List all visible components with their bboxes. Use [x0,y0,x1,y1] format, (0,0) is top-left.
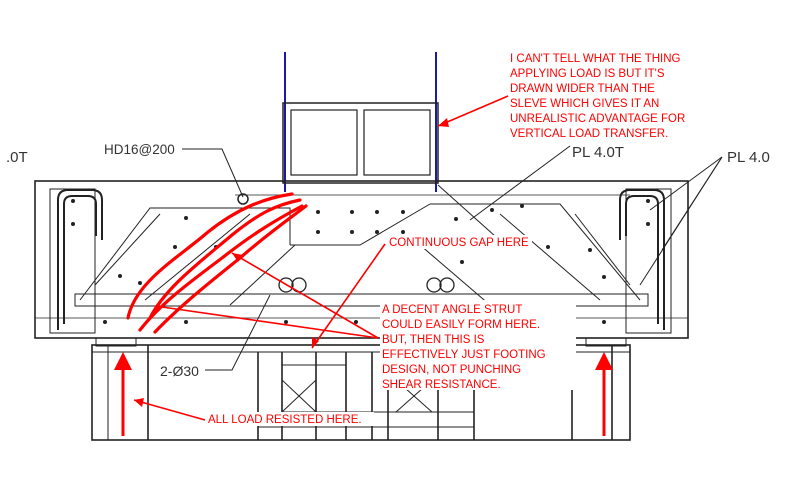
plate-right-label: PL 4.0 [727,149,770,166]
strut-note-line: A DECENT ANGLE STRUT [382,304,522,316]
load-note-line: UNREALISTIC ADVANTAGE FOR [510,113,685,125]
rebar-hooks [57,189,665,330]
load-resist-arrows [114,352,613,436]
resist-note-bg [206,412,374,426]
loading-block-outline [282,102,439,184]
plate-center-label: PL 4.0T [572,144,624,161]
loading-block-right-cell [363,109,431,176]
strut-note-line: SHEAR RESISTANCE. [382,379,501,391]
strut-note-line: DESIGN, NOT PUNCHING [382,364,521,376]
gap-note-bg [386,235,532,249]
load-note-line: APPLYING LOAD IS BUT IT'S [510,68,665,80]
concrete-cap [34,180,689,339]
resist-note: ALL LOAD RESISTED HERE. [208,414,362,426]
loading-frame [282,52,439,192]
bottom-bars-label: 2-Ø30 [160,363,199,379]
rebar-callout-label: HD16@200 [104,142,175,157]
load-note-line: VERTICAL LOAD TRANSFER. [510,128,668,140]
strut-note-line: EFFECTIVELY JUST FOOTING [382,349,546,361]
loading-block-left-cell [290,109,358,176]
strut-note: A DECENT ANGLE STRUT COULD EASILY FORM H… [382,304,546,391]
red-arrowheads [134,118,449,407]
gap-note: CONTINUOUS GAP HERE [389,237,529,249]
load-note: I CAN'T TELL WHAT THE THING APPLYING LOA… [510,53,685,140]
red-leaders [133,95,509,421]
rebar-dots [71,199,650,324]
left-thickness-label: .0T [6,149,28,166]
strut-note-bg [380,300,576,390]
strut-note-line: COULD EASILY FORM HERE. [382,319,540,331]
strut-note-line: BUT, THEN THIS IS [382,334,485,346]
bottom-pipes [278,277,455,293]
load-note-line: SLEVE WHICH GIVES IT AN [510,98,659,110]
load-note-line: I CAN'T TELL WHAT THE THING [510,53,681,65]
load-note-line: DRAWN WIDER THAN THE [510,83,655,95]
red-crack-sketch [126,192,308,334]
